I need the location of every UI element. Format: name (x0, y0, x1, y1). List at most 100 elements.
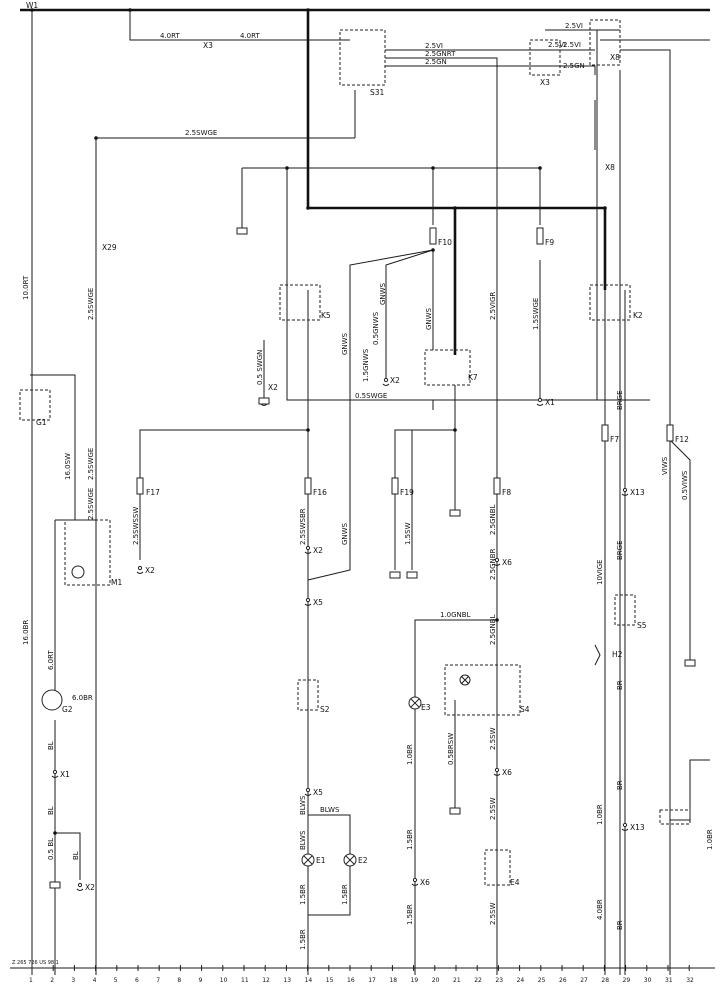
wire (55, 832, 81, 880)
wire (385, 65, 596, 75)
column-number: 8 (177, 977, 181, 984)
connector-arc (304, 793, 312, 796)
column-number: 6 (135, 977, 139, 984)
column-number: 28 (601, 977, 609, 984)
wire-label: 2.5GNBL (489, 614, 497, 645)
fuse-symbol (666, 424, 674, 442)
connector-arc (621, 828, 629, 831)
ground-symbol (258, 397, 270, 405)
fuse-symbol (136, 477, 144, 495)
wire-label: 1.0GNBL (440, 611, 471, 619)
component-label: S31 (370, 88, 385, 97)
lamp-cross (461, 676, 469, 684)
component-label: E1 (316, 856, 326, 865)
junction-dot (53, 831, 57, 835)
component-label: X1 (545, 398, 555, 407)
component-label: E3 (421, 703, 431, 712)
junction-dot (453, 206, 457, 210)
wire-label: VIWS (661, 456, 669, 475)
column-number: 20 (432, 977, 440, 984)
wire-label: 1.5SWGE (532, 298, 540, 330)
wire-label: 1.5BR (299, 929, 307, 950)
wire-label: 6.0BR (72, 694, 93, 702)
connector-arc (411, 883, 419, 886)
component-label: H2 (612, 650, 623, 659)
component-label: F12 (675, 435, 689, 444)
wire-label: 2.5SWSBR (299, 508, 307, 545)
wire-label: 0.5BRSW (447, 733, 455, 765)
connector-symbol (537, 397, 543, 403)
component-label: E2 (358, 856, 368, 865)
component-label: S5 (637, 621, 647, 630)
connector-symbol (412, 877, 418, 883)
column-number: 3 (71, 977, 75, 984)
junction-dot (285, 166, 289, 170)
connector-arc (621, 493, 629, 496)
wire (385, 249, 434, 380)
component-label: F8 (502, 488, 511, 497)
ground-symbol (449, 509, 461, 517)
component-label: X2 (145, 566, 155, 575)
wire-label: 6.0RT (47, 650, 55, 670)
column-number: 10 (220, 977, 228, 984)
wire-label: 1.5BR (341, 884, 349, 905)
column-number: 31 (665, 977, 673, 984)
fuse-symbol (601, 424, 609, 442)
ground-symbol (684, 659, 696, 667)
junction-dot (306, 8, 310, 12)
column-number: 2 (50, 977, 54, 984)
connector-symbol (622, 822, 628, 828)
relay-k7 (424, 349, 471, 386)
connector-symbol (622, 487, 628, 493)
wire-label: 2.5SWGE (87, 288, 95, 320)
wire-label: 0.5VIWS (681, 470, 689, 500)
wire-label: 16.0SW (64, 453, 72, 480)
component-label: K2 (633, 311, 643, 320)
wire-label: 2.5VI (425, 42, 443, 50)
wire-label: 1.5BR (406, 904, 414, 925)
junction-dot (128, 8, 132, 12)
wire-label: 10VIGE (596, 559, 604, 585)
wire (670, 759, 710, 821)
wire-label: 1.5BR (406, 829, 414, 850)
component-label: F10 (438, 238, 452, 247)
wire-label: BL (47, 806, 55, 815)
wires-layer (20, 8, 710, 975)
component-label: X2 (390, 376, 400, 385)
junction-dot (431, 248, 435, 252)
wire-label: BRGE (616, 390, 624, 410)
connector-x2-right (659, 809, 691, 825)
component-label: X8 (605, 163, 615, 172)
junction-dot (538, 166, 542, 170)
ground-symbol (49, 881, 61, 889)
wire-label: 0.5GNWS (372, 311, 380, 345)
ground-symbol (389, 571, 401, 579)
connector-symbol (494, 557, 500, 563)
wire-label: 2.5VIGR (489, 292, 497, 320)
column-number: 1 (29, 977, 33, 984)
wire-label: 2.5VI (563, 41, 581, 49)
wire (414, 619, 497, 975)
wire-label: 1.0BR (406, 744, 414, 765)
wire-label: BL (47, 741, 55, 750)
connector-arc (136, 571, 144, 574)
component-label: X6 (502, 768, 512, 777)
connector-x3 (529, 39, 561, 76)
wire-label: 2.5SW (489, 797, 497, 820)
starter-motor-m1 (64, 519, 111, 586)
connector-symbol (305, 545, 311, 551)
wire-label: 4.0BR (596, 899, 604, 920)
column-number: 26 (559, 977, 567, 984)
relay-k5 (279, 284, 321, 321)
connector-symbol (305, 787, 311, 793)
ground-symbol (406, 571, 418, 579)
wire-label: 2.5GNBR (489, 548, 497, 580)
wire-label: GNWS (341, 332, 349, 355)
wire-label: 1.5BR (299, 884, 307, 905)
column-number: 30 (644, 977, 652, 984)
wire (385, 57, 498, 975)
switch-s31 (339, 29, 386, 86)
wire-label: 2.5SWGE (87, 448, 95, 480)
